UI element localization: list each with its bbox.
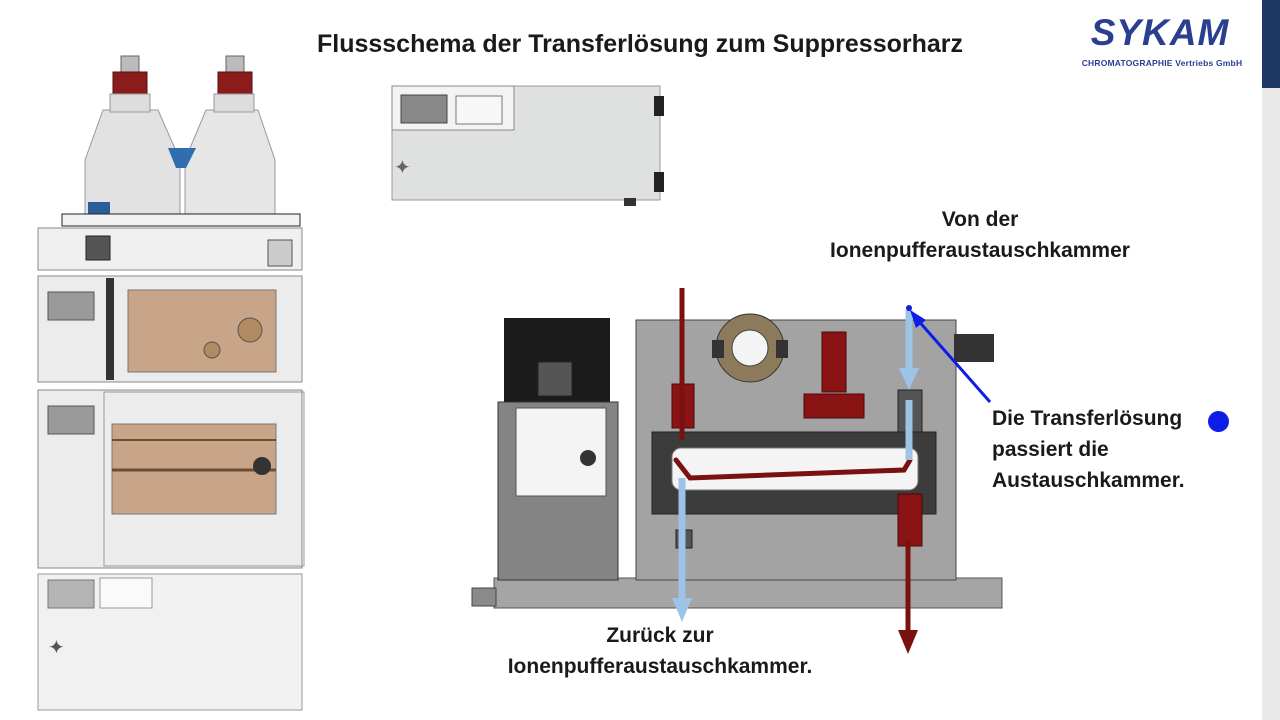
label-pass-line-1: Die Transferlösung [992, 407, 1183, 430]
label-back-to-chamber: Zurück zur Ionenpufferaustauschkammer. [460, 620, 860, 682]
label-passes-chamber: Die Transferlösung passiert die Austausc… [992, 403, 1222, 496]
label-pass-line-3: Austauschkammer. [992, 469, 1185, 492]
label-pass-line-2: passiert die [992, 438, 1109, 461]
label-from-line-2: Ionenpufferaustauschkammer [830, 239, 1130, 262]
slide-side-strip [1262, 0, 1280, 720]
instrument-module-illustration: ✦ [391, 85, 664, 206]
slide-title: Flussschema der Transferlösung zum Suppr… [316, 30, 964, 58]
slide-side-strip-accent [1262, 0, 1280, 88]
eluent-bottles [61, 55, 301, 227]
label-from-line-1: Von der [941, 208, 1019, 231]
svg-text:✦: ✦ [48, 635, 65, 659]
svg-text:✦: ✦ [394, 155, 411, 179]
logo-tagline: CHROMATOGRAPHIE Vertriebs GmbH [1081, 58, 1243, 68]
label-from-chamber: Von der Ionenpufferaustauschkammer [790, 204, 1170, 266]
label-back-line-2: Ionenpufferaustauschkammer. [507, 655, 813, 678]
sykam-logo: SYKAM CHROMATOGRAPHIE Vertriebs GmbH [1070, 14, 1250, 74]
bullet-dot-icon [1208, 411, 1229, 432]
instrument-stack-illustration: ✦ [37, 55, 305, 711]
logo-wordmark: SYKAM [1090, 12, 1230, 53]
label-back-line-1: Zurück zur [606, 624, 714, 647]
suppressor-unit-illustration [471, 313, 1003, 609]
flow-arrow [672, 288, 992, 654]
